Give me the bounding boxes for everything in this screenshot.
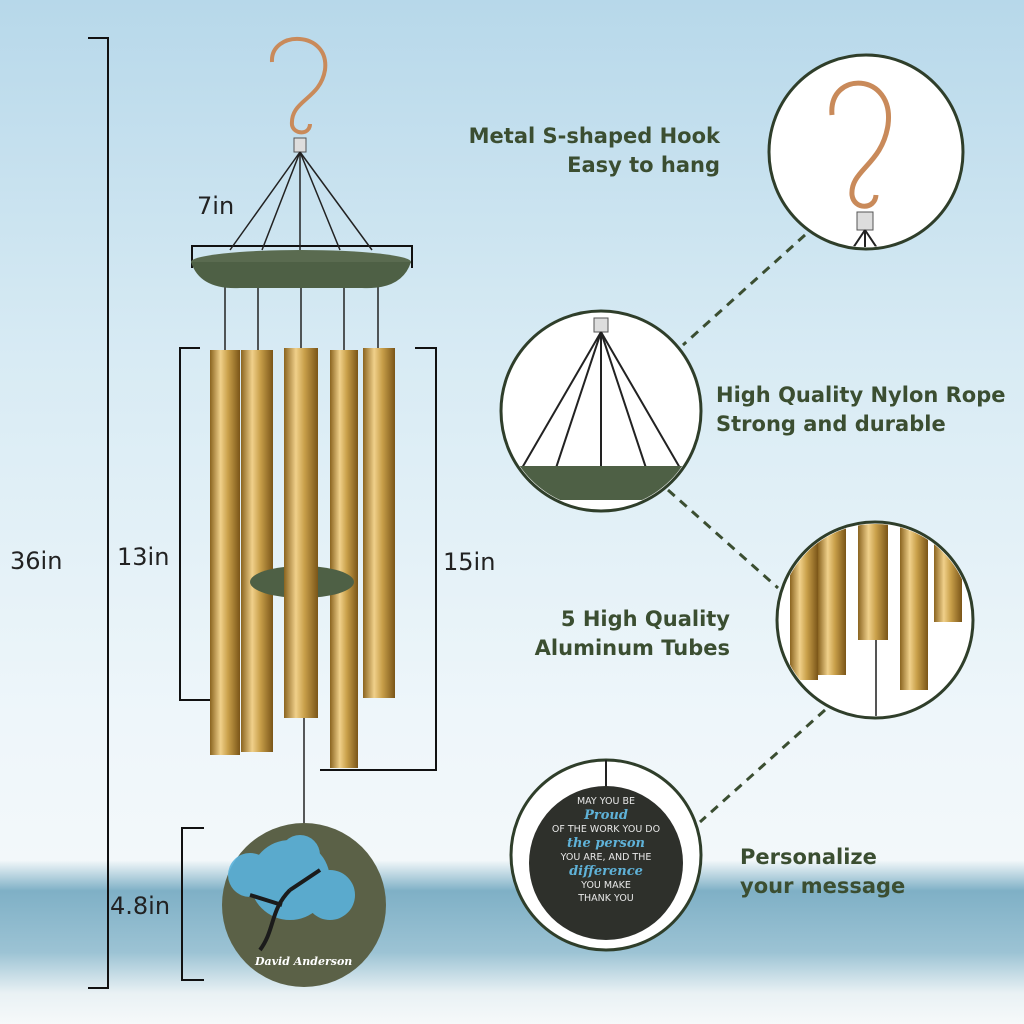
hook-detail-circle — [767, 53, 965, 251]
message-line: the person — [567, 836, 645, 851]
feature-hook: Metal S-shaped Hook Easy to hang — [469, 122, 720, 180]
label-15in: 15in — [443, 548, 496, 576]
message-line: difference — [569, 864, 643, 879]
message-line: OF THE WORK YOU DO — [551, 824, 661, 835]
message-line: YOU MAKE — [581, 880, 631, 891]
message-line: MAY YOU BE — [576, 796, 636, 807]
feature-rope: High Quality Nylon Rope Strong and durab… — [716, 381, 1006, 439]
message-line: Proud — [584, 808, 628, 823]
sail-name: David Anderson — [255, 955, 353, 968]
feature-title: Metal S-shaped Hook — [468, 124, 720, 148]
feature-subtitle: Strong and durable — [716, 412, 946, 436]
message-disc — [529, 786, 683, 940]
top-plate — [191, 262, 411, 289]
feature-subtitle: Aluminum Tubes — [534, 636, 730, 660]
message-line: THANK YOU — [578, 893, 634, 904]
label-7in: 7in — [197, 192, 235, 220]
label-4-8in: 4.8in — [110, 892, 171, 920]
label-13in: 13in — [117, 543, 170, 571]
feature-title: 5 High Quality — [560, 607, 730, 631]
feature-subtitle: your message — [740, 874, 906, 898]
feature-title: Personalize — [740, 845, 877, 869]
message-line: YOU ARE, AND THE — [560, 852, 652, 863]
label-36in: 36in — [10, 547, 63, 575]
dimension-brackets — [88, 37, 437, 989]
hook — [269, 37, 328, 135]
feature-subtitle: Easy to hang — [567, 153, 720, 177]
ropes — [224, 151, 379, 824]
feature-tubes: 5 High Quality Aluminum Tubes — [535, 605, 730, 663]
feature-title: High Quality Nylon Rope — [716, 383, 1006, 407]
message-text: MAY YOU BE Proud OF THE WORK YOU DO the … — [536, 795, 676, 905]
feature-personalize: Personalize your message — [740, 843, 905, 901]
tubes — [210, 348, 395, 768]
